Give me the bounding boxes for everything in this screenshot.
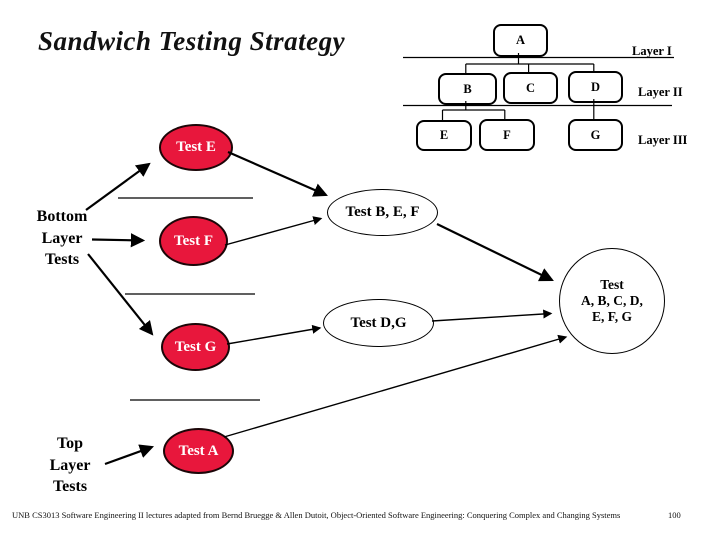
layer-ii-label: Layer II — [638, 85, 683, 99]
slide-title: Sandwich Testing Strategy — [38, 26, 346, 56]
bottom-layer-line2: Layer — [41, 229, 83, 247]
layer-iii-label: Layer III — [638, 133, 688, 147]
test-all-line2: A, B, C, D, — [581, 293, 643, 308]
bottom-layer-line3: Tests — [44, 251, 80, 268]
top-layer-line3: Tests — [52, 478, 88, 495]
bottom-layer-tests-label: Bottom Layer Tests — [30, 206, 94, 271]
footer-credit: UNB CS3013 Software Engineering II lectu… — [12, 510, 621, 520]
test-a-node: Test A — [163, 428, 234, 474]
tree-node-f: F — [479, 119, 535, 151]
flow-arrows-thick — [85, 150, 554, 466]
tree-node-a: A — [493, 24, 548, 57]
tree-node-b: B — [438, 73, 497, 105]
test-dg-node: Test D,G — [323, 299, 434, 347]
test-all-line3: E, F, G — [591, 309, 632, 324]
test-all-line1: Test — [600, 277, 624, 292]
test-bef-node: Test B, E, F — [327, 189, 438, 236]
tree-node-c: C — [503, 72, 558, 104]
top-layer-tests-label: Top Layer Tests — [38, 433, 102, 498]
test-all-node: Test A, B, C, D, E, F, G — [559, 248, 665, 354]
bottom-layer-line1: Bottom — [36, 208, 88, 225]
tree-node-d: D — [568, 71, 623, 103]
test-e-node: Test E — [159, 124, 233, 171]
layer-i-label: Layer I — [632, 44, 672, 58]
tree-node-g: G — [568, 119, 623, 151]
test-f-node: Test F — [159, 216, 228, 266]
test-g-node: Test G — [161, 323, 230, 371]
top-layer-line1: Top — [56, 435, 84, 452]
tree-node-e: E — [416, 120, 472, 151]
page-number: 100 — [668, 510, 681, 520]
top-layer-line2: Layer — [49, 456, 91, 474]
